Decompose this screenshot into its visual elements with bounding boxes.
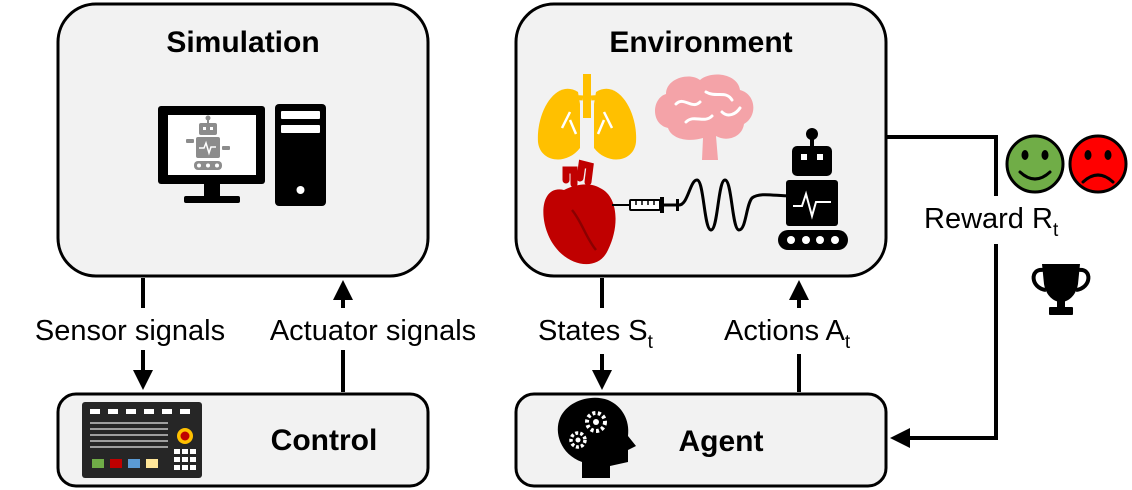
brain-icon (655, 74, 754, 160)
robot-icon (778, 128, 848, 250)
actions-label: Actions At (724, 315, 851, 353)
control-box: Control (56, 392, 430, 488)
agent-title: Agent (679, 425, 764, 458)
sad-face-icon (1068, 134, 1128, 194)
states-label: States St (538, 315, 654, 353)
control-title: Control (271, 424, 378, 457)
reward-arrow (886, 135, 998, 448)
happy-face-icon (1005, 134, 1065, 194)
control-panel-icon (82, 402, 202, 478)
computer-monitor-icon (158, 104, 326, 206)
heart-icon (543, 159, 616, 265)
robot-icon (186, 115, 230, 170)
syringe-icon (612, 197, 679, 213)
agent-box: Agent (514, 392, 888, 488)
reward-label: Reward Rt (924, 203, 1059, 241)
simulation-box: Simulation (56, 2, 430, 278)
simulation-title: Simulation (166, 26, 319, 59)
environment-box: Environment (514, 2, 888, 278)
head-gears-icon (557, 397, 636, 478)
sensor-signals-label: Sensor signals (35, 315, 225, 347)
lungs-icon (537, 74, 637, 160)
trophy-icon (1031, 264, 1091, 315)
signal-wave-icon (678, 178, 791, 232)
actuator-signals-label: Actuator signals (270, 315, 476, 347)
computer-tower-icon (275, 104, 326, 206)
environment-title: Environment (609, 26, 792, 59)
